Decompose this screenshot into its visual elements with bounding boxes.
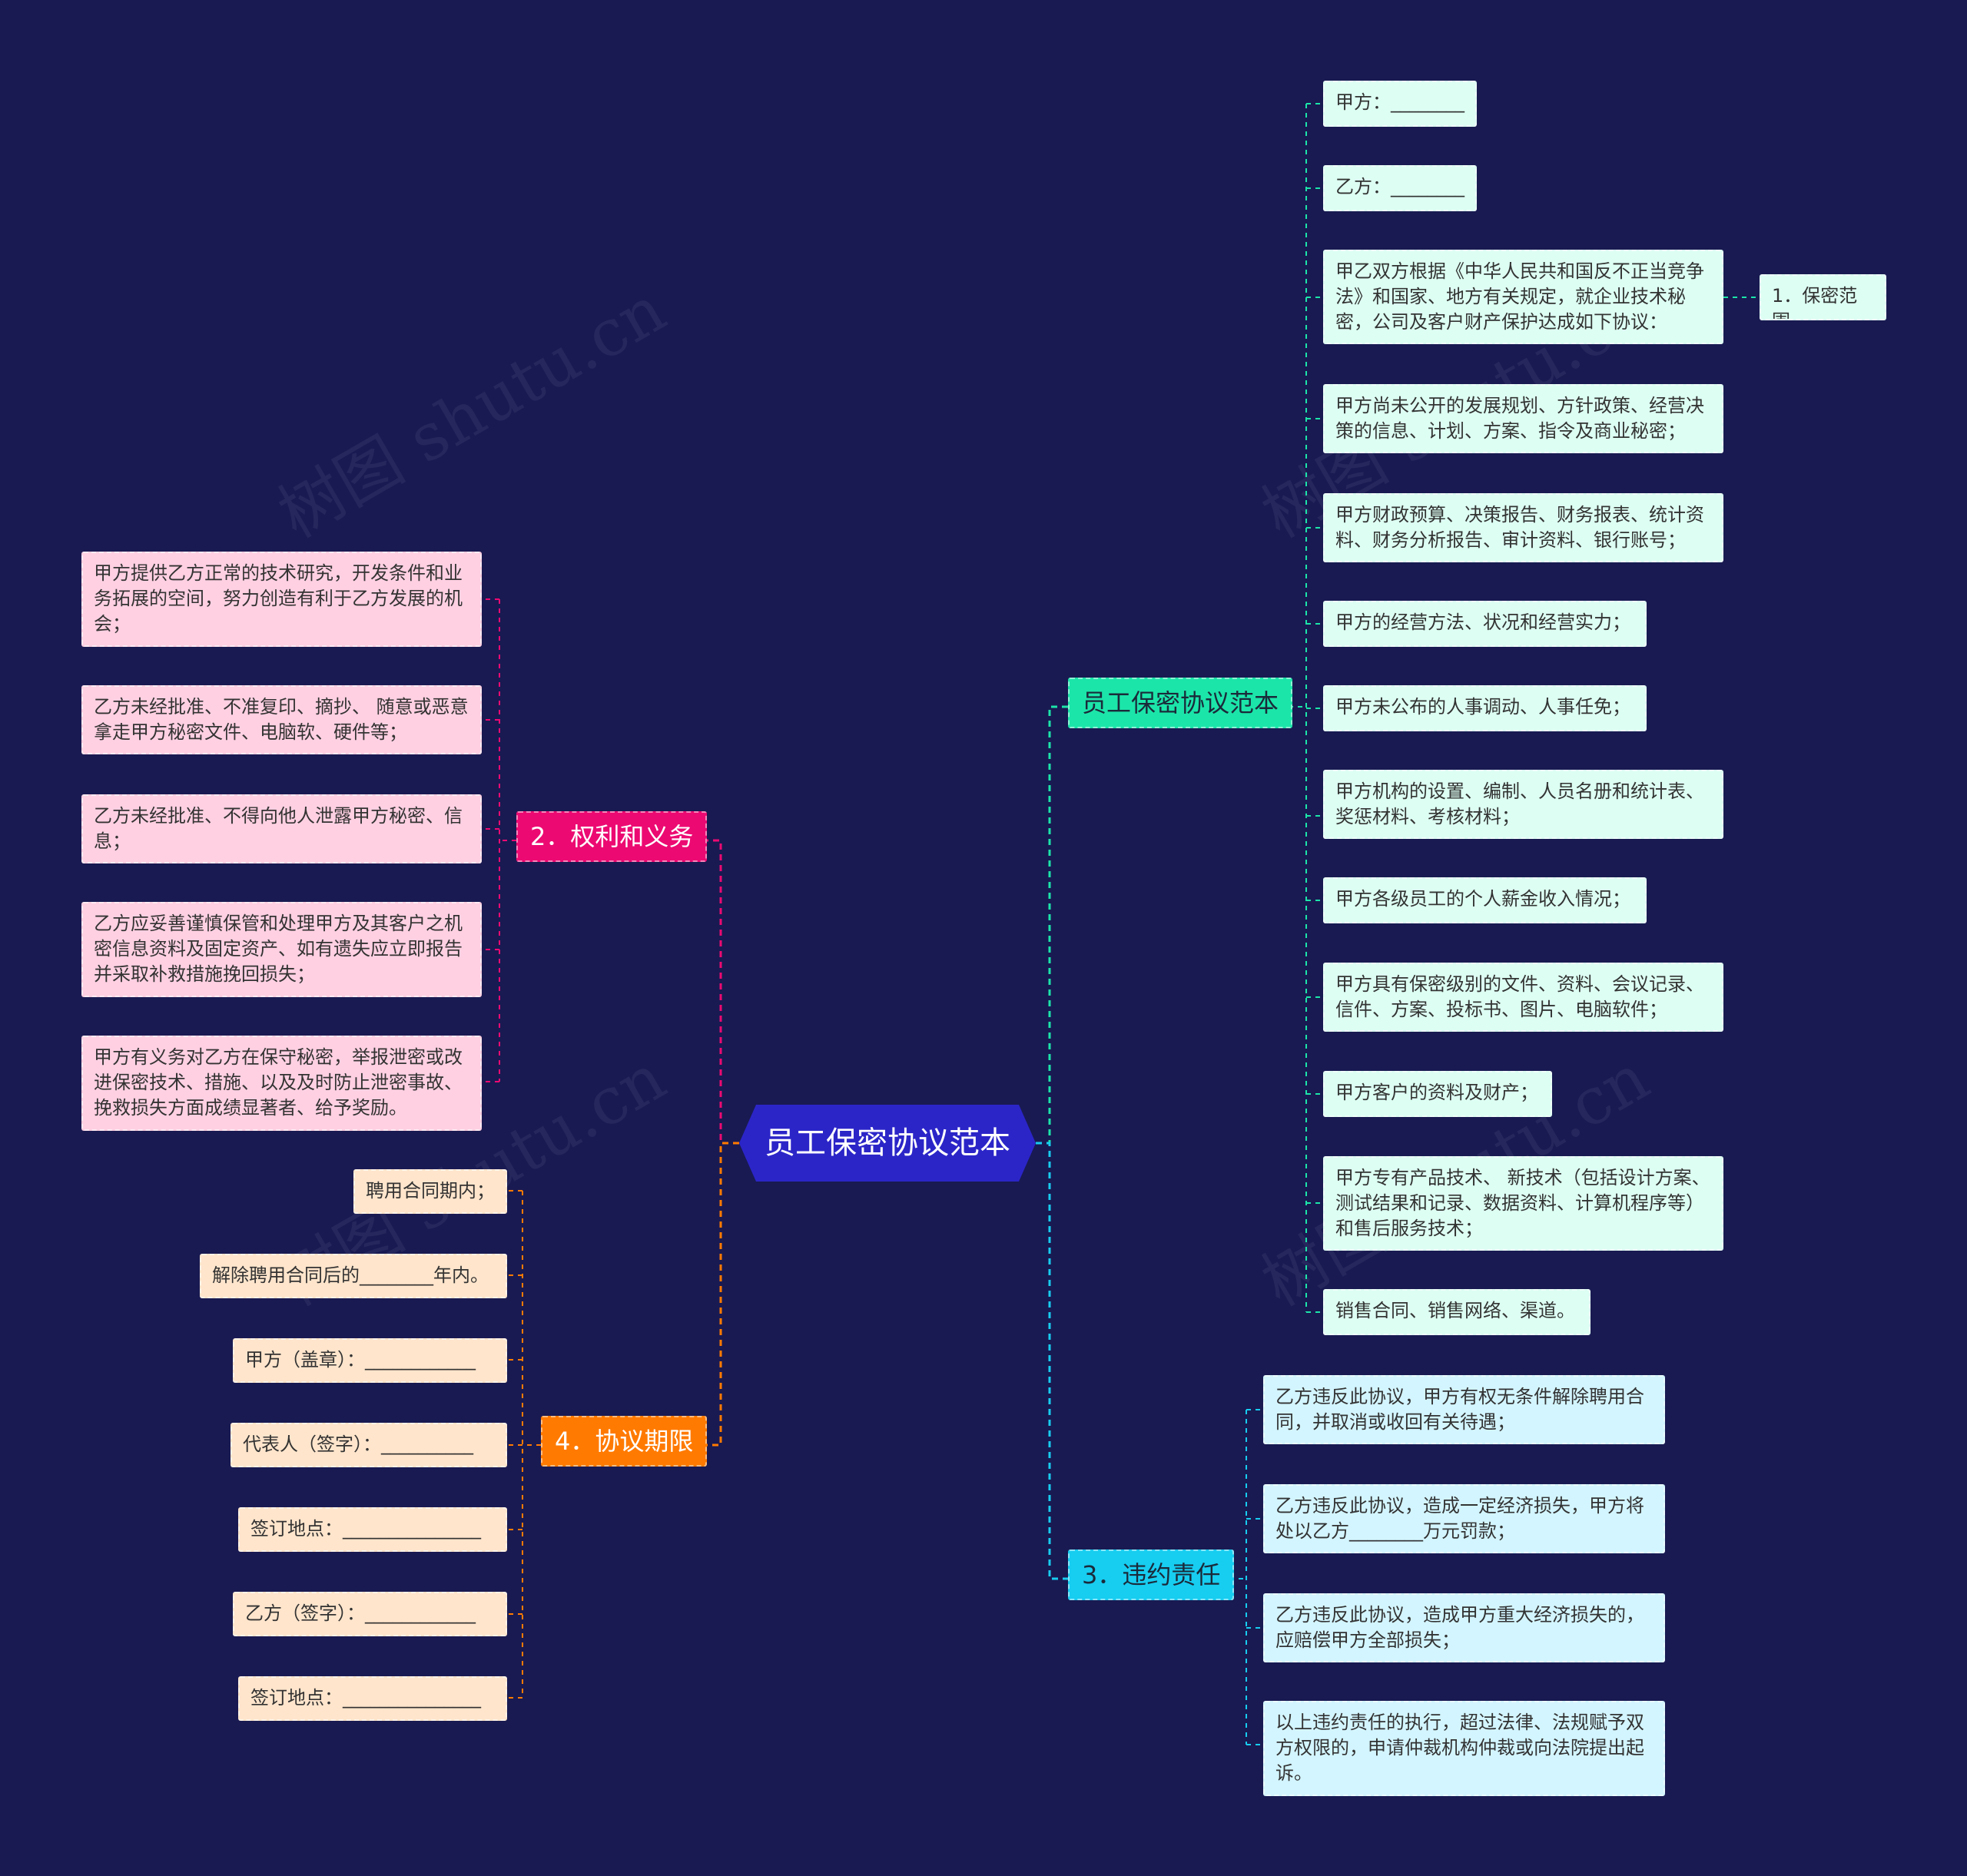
- scope-item[interactable]: 甲乙双方根据《中华人民共和国反不正当竞争法》和国家、地方有关规定，就企业技术秘密…: [1323, 250, 1723, 344]
- rights-item[interactable]: 甲方有义务对乙方在保守秘密，举报泄密或改进保密技术、措施、以及及时防止泄密事故、…: [81, 1036, 482, 1131]
- term-item[interactable]: 甲方（盖章）：____________: [233, 1338, 507, 1383]
- rights-item[interactable]: 乙方应妥善谨慎保管和处理甲方及其客户之机密信息资料及固定资产、如有遗失应立即报告…: [81, 902, 482, 997]
- root-node[interactable]: 员工保密协议范本: [739, 1105, 1036, 1182]
- term-item[interactable]: 解除聘用合同后的________年内。: [200, 1254, 507, 1298]
- branch-liability[interactable]: 3．违约责任: [1068, 1550, 1235, 1600]
- liability-item[interactable]: 乙方违反此协议，造成甲方重大经济损失的，应赔偿甲方全部损失；: [1263, 1593, 1665, 1662]
- scope-item[interactable]: 甲方财政预算、决策报告、财务报表、统计资料、财务分析报告、审计资料、银行账号；: [1323, 493, 1723, 562]
- scope-item[interactable]: 甲方机构的设置、编制、人员名册和统计表、奖惩材料、考核材料；: [1323, 770, 1723, 839]
- rights-item[interactable]: 乙方未经批准、不得向他人泄露甲方秘密、信息；: [81, 794, 482, 863]
- liability-item[interactable]: 乙方违反此协议，造成一定经济损失，甲方将处以乙方________万元罚款；: [1263, 1484, 1665, 1553]
- scope-item[interactable]: 甲方客户的资料及财产；: [1323, 1071, 1552, 1117]
- rights-item[interactable]: 甲方提供乙方正常的技术研究，开发条件和业务拓展的空间，努力创造有利于乙方发展的机…: [81, 552, 482, 647]
- link-rights-leaves: [482, 598, 499, 1082]
- liability-item[interactable]: 乙方违反此协议，甲方有权无条件解除聘用合同，并取消或收回有关待遇；: [1263, 1375, 1665, 1444]
- term-item[interactable]: 乙方（签字）：____________: [233, 1592, 507, 1636]
- link-liability-leaves: [1246, 1409, 1263, 1745]
- term-item[interactable]: 签订地点：_______________: [238, 1676, 507, 1721]
- term-item[interactable]: 聘用合同期内；: [353, 1169, 507, 1214]
- link-root-scope: [1036, 705, 1068, 1145]
- scope-item[interactable]: 甲方：________: [1323, 81, 1477, 127]
- link-term-leaves: [507, 1190, 522, 1699]
- scope-item[interactable]: 乙方：________: [1323, 165, 1477, 211]
- branch-scope[interactable]: 员工保密协议范本: [1068, 678, 1293, 728]
- scope-item[interactable]: 甲方专有产品技术、 新技术（包括设计方案、测试结果和记录、数据资料、计算机程序等…: [1323, 1156, 1723, 1251]
- scope-item[interactable]: 甲方未公布的人事调动、人事任免；: [1323, 685, 1647, 731]
- term-item[interactable]: 签订地点：_______________: [238, 1507, 507, 1552]
- link-root-liability: [1036, 1142, 1068, 1580]
- branch-term[interactable]: 4．协议期限: [541, 1416, 708, 1467]
- scope-item[interactable]: 甲方的经营方法、状况和经营实力；: [1323, 601, 1647, 647]
- scope-item[interactable]: 甲方尚未公开的发展规划、方针政策、经营决策的信息、计划、方案、指令及商业秘密；: [1323, 384, 1723, 453]
- link-term-spine: [522, 1191, 541, 1698]
- branch-rights[interactable]: 2．权利和义务: [516, 811, 708, 862]
- link-scope-leaves: [1306, 103, 1760, 1313]
- scope-item[interactable]: 甲方各级员工的个人薪金收入情况；: [1323, 877, 1647, 923]
- rights-item[interactable]: 乙方未经批准、不准复印、摘抄、 随意或恶意拿走甲方秘密文件、电脑软、硬件等；: [81, 685, 482, 754]
- link-rights-spine: [499, 599, 516, 1082]
- link-root-term: [704, 1142, 739, 1447]
- scope-item[interactable]: 销售合同、销售网络、渠道。: [1323, 1289, 1591, 1335]
- term-item[interactable]: 代表人（签字）：__________: [231, 1423, 507, 1467]
- scope-subtopic[interactable]: 1．保密范围: [1760, 274, 1886, 320]
- scope-item[interactable]: 甲方具有保密级别的文件、资料、会议记录、信件、方案、投标书、图片、电脑软件；: [1323, 963, 1723, 1032]
- liability-item[interactable]: 以上违约责任的执行，超过法律、法规赋予双方权限的，申请仲裁机构仲裁或向法院提出起…: [1263, 1701, 1665, 1796]
- link-root-rights: [704, 839, 739, 1145]
